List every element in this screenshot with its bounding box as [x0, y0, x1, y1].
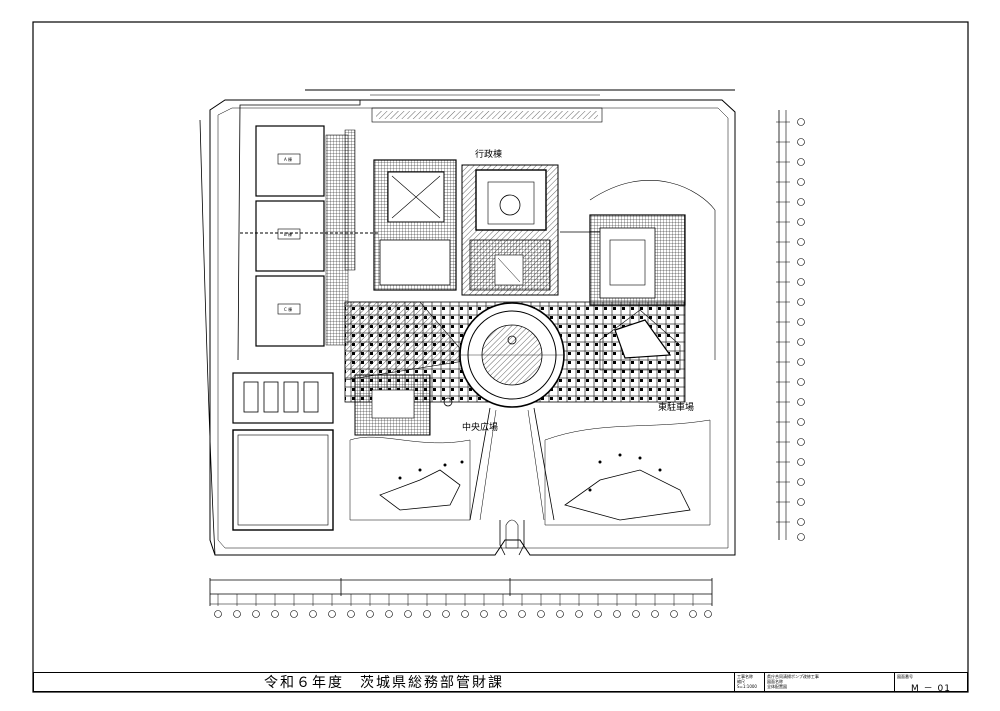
administration-building	[461, 164, 559, 296]
label-project: 工事名称	[737, 674, 753, 679]
project-name: 県庁合同清掃ポンプ改修工事	[767, 674, 819, 679]
central-hall	[459, 302, 565, 408]
vertical-scale	[776, 110, 805, 541]
title-block-labels: 工事名称 縮尺 S=1:1000	[735, 673, 765, 691]
title-block: 令和６年度 茨城県総務部管財課 工事名称 縮尺 S=1:1000 県庁合同清掃ポ…	[33, 672, 968, 694]
horizontal-scale	[209, 578, 713, 618]
label-building-a: A 棟	[284, 156, 292, 162]
title-block-values: 県庁合同清掃ポンプ改修工事 図面名称 全体配置図	[765, 673, 895, 691]
label-scale: 縮尺	[737, 679, 745, 684]
label-sheet: 図面番号	[897, 674, 913, 679]
sheet-frame	[32, 21, 969, 693]
sheet-number-cell: 図面番号 M － 01	[895, 673, 967, 694]
label-administration-building: 行政棟	[475, 148, 502, 160]
label-building-c: C 棟	[284, 306, 292, 312]
scale-value: S=1:1000	[737, 684, 757, 689]
label-drawing: 図面名称	[767, 679, 783, 684]
sheet-number: M － 01	[911, 684, 951, 694]
label-building-b: B 棟	[284, 231, 292, 237]
drawing-name: 全体配置図	[767, 684, 787, 689]
annex-buildings	[240, 125, 380, 347]
label-central-plaza: 中央広場	[462, 421, 498, 433]
organization-name: 令和６年度 茨城県総務部管財課	[34, 673, 735, 691]
label-east-parking: 東駐車場	[658, 401, 694, 413]
